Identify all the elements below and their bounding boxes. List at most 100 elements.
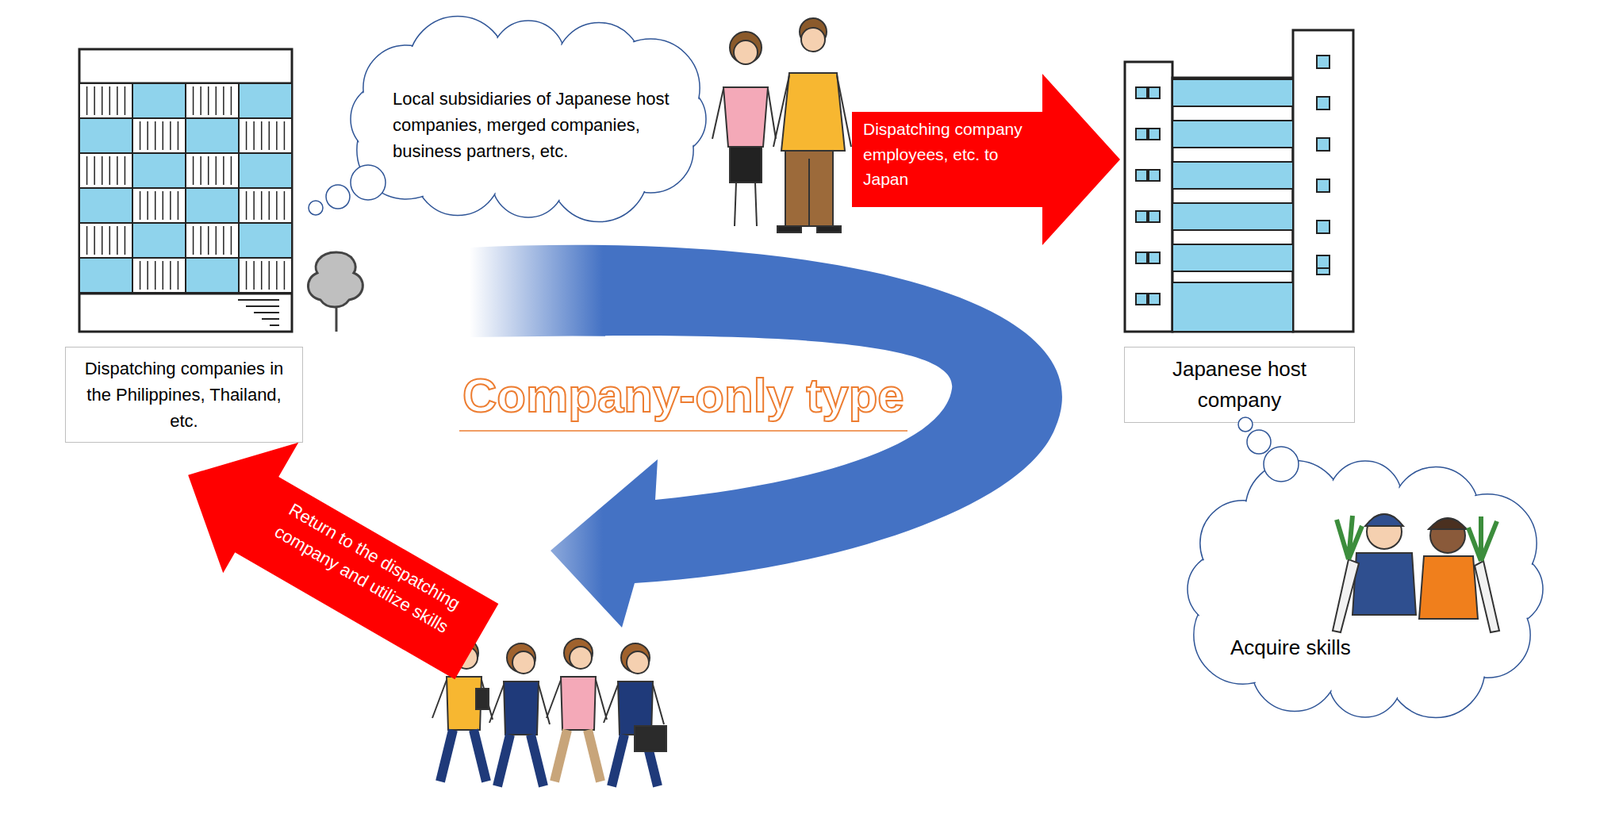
- window-blind: [207, 156, 210, 185]
- window-blind: [93, 226, 96, 255]
- arm: [652, 684, 664, 725]
- window: [185, 118, 239, 154]
- window: [1316, 55, 1330, 69]
- window: [1148, 87, 1160, 99]
- window-blind: [260, 191, 263, 220]
- arm: [546, 679, 561, 718]
- window: [132, 257, 186, 293]
- thought-bubble: [308, 200, 323, 215]
- window-blind: [124, 86, 127, 116]
- hair: [1428, 518, 1467, 530]
- stairs: [245, 305, 280, 307]
- floor-window: [1172, 79, 1294, 107]
- stairs: [269, 324, 280, 327]
- window-blind: [260, 121, 263, 150]
- window-blind: [177, 121, 180, 150]
- radish: [1332, 559, 1359, 633]
- arm: [432, 679, 447, 718]
- diagram-title: Company-only type: [462, 368, 905, 423]
- window-blind: [199, 86, 202, 116]
- window-blind: [222, 86, 225, 116]
- window-blind: [116, 226, 119, 255]
- window-blind: [215, 156, 218, 185]
- window-blind: [139, 260, 142, 290]
- dispatch-arrow: Dispatching company employees, etc. to J…: [851, 73, 1121, 246]
- arm: [538, 684, 550, 725]
- window-blind: [199, 156, 202, 185]
- window-blind: [146, 121, 149, 150]
- node-text: Dispatching company employees, etc. to J…: [863, 116, 1046, 192]
- floor-window: [1172, 161, 1294, 189]
- window-blind: [268, 191, 271, 220]
- window-blind: [109, 86, 112, 116]
- cap: [1365, 514, 1404, 526]
- radish-leaves: [1336, 515, 1363, 560]
- window: [1135, 128, 1148, 140]
- window-blind: [124, 226, 127, 255]
- window-blind: [222, 156, 225, 185]
- window-blind: [154, 121, 157, 150]
- window-blind: [139, 121, 142, 150]
- window: [1135, 169, 1148, 181]
- window-blind: [215, 86, 218, 116]
- stairs: [261, 318, 280, 320]
- arm: [595, 679, 607, 720]
- company-label-box: Japanese host company: [1124, 346, 1355, 423]
- window-blind: [162, 260, 165, 290]
- window-blind: [207, 86, 210, 116]
- window-blind: [230, 86, 233, 116]
- title-underline: [459, 429, 908, 432]
- returning-trainees: [432, 638, 667, 787]
- stairs: [253, 311, 280, 314]
- arm: [489, 684, 504, 723]
- cycle-arrow: [469, 245, 1063, 628]
- window: [185, 188, 239, 223]
- legs: [554, 729, 601, 782]
- farmers: [1332, 514, 1500, 633]
- window-blind: [230, 156, 233, 185]
- window-blind: [222, 226, 225, 255]
- floor-window: [1172, 120, 1294, 148]
- window-blind: [162, 191, 165, 220]
- window: [185, 83, 239, 119]
- arm: [603, 684, 618, 723]
- window-blind: [230, 226, 233, 255]
- face: [626, 651, 649, 674]
- window: [1135, 252, 1148, 264]
- window-blind: [253, 121, 255, 150]
- window: [238, 118, 292, 154]
- window: [1316, 96, 1330, 110]
- window: [1148, 211, 1160, 223]
- window: [185, 153, 239, 189]
- entrance: [1172, 282, 1294, 332]
- thought-bubble: [1247, 429, 1271, 454]
- window-blind: [276, 191, 278, 220]
- window-blind: [207, 226, 210, 255]
- window: [132, 188, 186, 223]
- node-text: Acquire skills: [1230, 632, 1513, 664]
- window: [79, 153, 133, 189]
- window-blind: [101, 226, 104, 255]
- window-blind: [253, 191, 255, 220]
- window-blind: [215, 226, 218, 255]
- window-blind: [93, 86, 96, 116]
- window: [132, 153, 186, 189]
- floor-window: [1172, 203, 1294, 231]
- thought-bubble: [1263, 446, 1299, 482]
- company-label-box: Dispatching companies in the Philippines…: [65, 346, 304, 443]
- window-blind: [86, 226, 89, 255]
- node-text: Local subsidiaries of Japanese host comp…: [392, 85, 676, 165]
- window-blind: [109, 226, 112, 255]
- window-blind: [146, 191, 149, 220]
- coat: [503, 681, 539, 735]
- window-blind: [192, 156, 195, 185]
- window-blind: [86, 86, 89, 116]
- stairs: [237, 299, 280, 301]
- window: [79, 257, 133, 293]
- thought-cloud: Acquire skills: [1185, 464, 1545, 714]
- window-blind: [101, 156, 104, 185]
- briefcase: [634, 725, 667, 752]
- window-blind: [177, 191, 180, 220]
- visiting-employees: [712, 18, 852, 233]
- backpack: [475, 688, 489, 710]
